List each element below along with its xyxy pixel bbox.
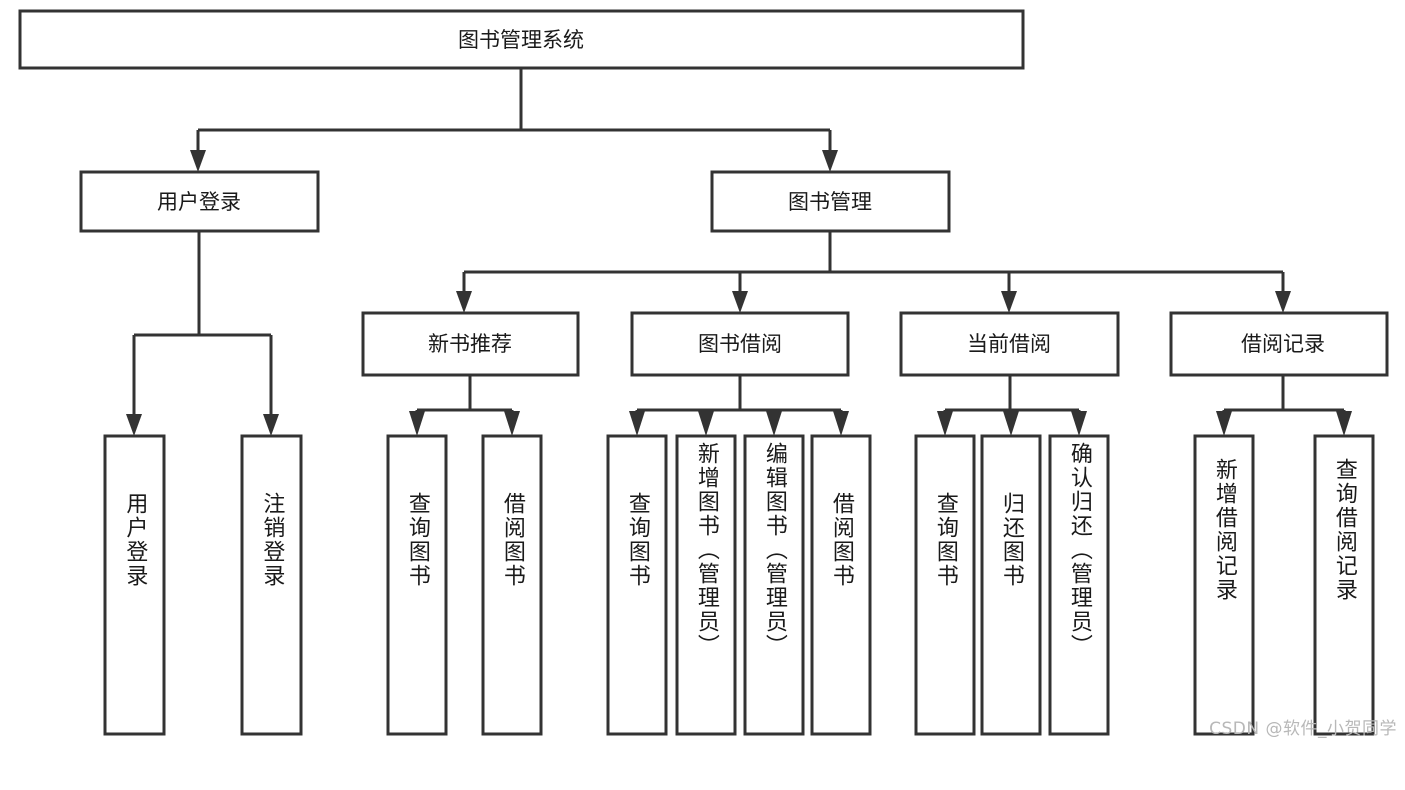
diagram-canvas: 图书管理系统 用户登录 图书管理 新书推荐 图书借阅 当前借阅 借阅记录 xyxy=(18,9,1397,739)
arrow-head-book-borrow-leaf-4 xyxy=(833,411,849,436)
leaf-box-book-borrow-4[interactable] xyxy=(810,434,872,736)
arrow-head-user-login xyxy=(190,150,206,172)
arrow-head-book-borrow-leaf-3 xyxy=(766,411,782,436)
node-label-new-book-recommend: 新书推荐 xyxy=(428,332,512,356)
node-label-borrow-record: 借阅记录 xyxy=(1241,332,1325,356)
leaf-box-book-borrow-1[interactable] xyxy=(606,434,668,736)
leaf-box-borrow-record-1[interactable] xyxy=(1193,434,1255,736)
node-box-book-borrow[interactable] xyxy=(630,311,850,377)
leaf-box-new-book-1[interactable] xyxy=(386,434,448,736)
arrow-head-book-borrow-leaf-2 xyxy=(698,411,714,436)
node-label-book-borrow: 图书借阅 xyxy=(698,332,782,356)
node-box-new-book-recommend[interactable] xyxy=(361,311,580,377)
arrow-head-new-book-leaf-1 xyxy=(409,411,425,436)
arrow-head-user-login-leaf-2 xyxy=(263,414,279,436)
node-layer: 图书管理系统 用户登录 图书管理 新书推荐 图书借阅 当前借阅 借阅记录 xyxy=(18,9,1389,736)
leaf-box-user-login-2[interactable] xyxy=(240,434,303,736)
node-label-root: 图书管理系统 xyxy=(458,28,584,52)
leaf-box-user-login-1[interactable] xyxy=(103,434,166,736)
arrow-head-borrow-record xyxy=(1275,291,1291,313)
diagram-svg: 图书管理系统 用户登录 图书管理 新书推荐 图书借阅 当前借阅 借阅记录 xyxy=(18,9,1389,736)
node-label-book-management: 图书管理 xyxy=(788,190,872,214)
arrow-head-current-borrow-leaf-3 xyxy=(1071,411,1087,436)
leaf-box-book-borrow-2[interactable] xyxy=(675,434,737,736)
node-label-user-login: 用户登录 xyxy=(157,190,241,214)
arrow-head-new-book-leaf-2 xyxy=(504,411,520,436)
arrow-head-current-borrow-leaf-2 xyxy=(1003,411,1019,436)
arrow-head-borrow-record-leaf-1 xyxy=(1216,411,1232,436)
arrow-head-book-mgmt xyxy=(822,150,838,172)
node-box-borrow-record[interactable] xyxy=(1169,311,1389,377)
leaf-box-current-borrow-2[interactable] xyxy=(980,434,1042,736)
arrow-head-current-borrow-leaf-1 xyxy=(937,411,953,436)
node-box-book-management[interactable] xyxy=(710,170,951,233)
node-label-current-borrow: 当前借阅 xyxy=(967,332,1051,356)
arrow-head-book-borrow xyxy=(732,291,748,313)
leaf-box-current-borrow-3[interactable] xyxy=(1048,434,1110,736)
node-box-root[interactable] xyxy=(18,9,1025,70)
leaf-box-current-borrow-1[interactable] xyxy=(914,434,976,736)
arrow-head-current-borrow xyxy=(1001,291,1017,313)
arrow-head-book-borrow-leaf-1 xyxy=(629,411,645,436)
arrow-head-borrow-record-leaf-2 xyxy=(1336,411,1352,436)
arrow-head-user-login-leaf-1 xyxy=(126,414,142,436)
node-box-current-borrow[interactable] xyxy=(899,311,1120,377)
connector-layer xyxy=(126,68,1352,436)
leaf-box-book-borrow-3[interactable] xyxy=(743,434,805,736)
leaf-box-new-book-2[interactable] xyxy=(481,434,543,736)
watermark-label: CSDN @软件_小贺同学 xyxy=(1209,719,1397,739)
leaf-box-borrow-record-2[interactable] xyxy=(1313,434,1375,736)
arrow-head-new-book xyxy=(456,291,472,313)
node-box-user-login[interactable] xyxy=(79,170,320,233)
